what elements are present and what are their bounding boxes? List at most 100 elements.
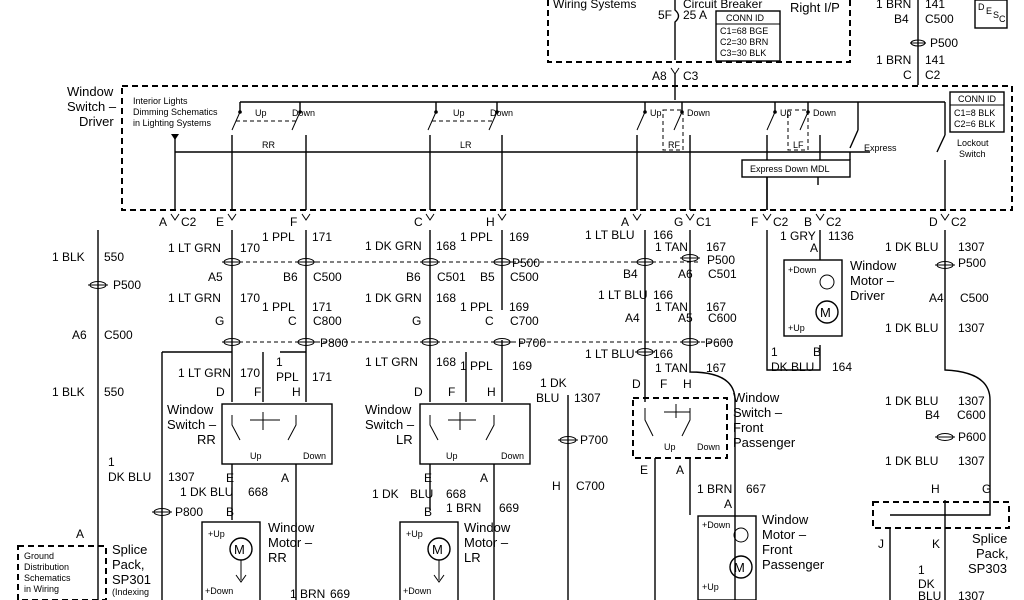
ws-lr-pin-d: D [414, 385, 423, 399]
dkblu1307-circuit: 1307 [958, 240, 985, 254]
driver-lr-switch: Up Down LR [427, 102, 513, 210]
lighting-systems-label: in Lighting Systems [133, 118, 212, 128]
ltblu166-wire-b: 1 LT BLU [598, 288, 648, 302]
driver-conn-id-c2: C2=6 BLK [954, 119, 995, 129]
pin-row-pin: H [486, 215, 495, 229]
ppl171c-ppl: PPL [276, 370, 299, 384]
dimming-label: Dimming Schematics [133, 107, 218, 117]
pin-row-conn: C2 [826, 215, 842, 229]
ws-rr-pin-e: E [226, 471, 234, 485]
p800b-label: P800 [175, 505, 203, 519]
blk550-wire: 1 BLK [52, 250, 85, 264]
ws-fp-title-3: Front [733, 420, 764, 435]
brn667-circuit: 667 [746, 482, 766, 496]
dkblu1307b-1: 1 DK [540, 376, 567, 390]
ws-rr-title-3: RR [197, 432, 216, 447]
ppl171-circuit: 171 [312, 230, 332, 244]
sp301-2: Pack, [112, 557, 145, 572]
wire-labels: 1 BLK 550 P500 A6 C500 1 BLK 550 1 LT GR… [52, 228, 989, 600]
wm-lr-title-2: Motor – [464, 535, 509, 550]
pin-row-pin: F [290, 215, 297, 229]
dkgrn168-circuit-b: 168 [436, 291, 456, 305]
h-label: H [552, 479, 561, 493]
wm-drv-title-1: Window [850, 258, 897, 273]
top-conn-id-title: CONN ID [726, 13, 765, 23]
splice-pack-sp301: Ground Distribution Schematics in Wiring… [17, 527, 151, 600]
ltgrn170-circuit-b: 170 [240, 291, 260, 305]
wm-lr-plus-down: +Down [403, 586, 431, 596]
dkblu1307f-circuit: 1307 [958, 589, 985, 600]
dkgrn168-wire-b: 1 DK GRN [365, 291, 422, 305]
brn669-wire: 1 BRN [290, 587, 325, 600]
driver-switch-title-2: Switch – [67, 99, 117, 114]
lf-up-label: Up [780, 108, 792, 118]
p500-label-d: P500 [958, 256, 986, 270]
ws-lr-up: Up [446, 451, 458, 461]
svg-text:D: D [978, 2, 985, 12]
express-label: Express [864, 143, 897, 153]
c700b-label: C700 [576, 479, 605, 493]
ws-fp-pin-e: E [640, 463, 648, 477]
ws-lr-pin-e: E [424, 471, 432, 485]
gry1136-wire: 1 GRY [780, 229, 816, 243]
ws-fp-pin-f: F [660, 377, 667, 391]
c800-label: C800 [313, 314, 342, 328]
ppl169-circuit: 169 [509, 230, 529, 244]
c500-top-label: C500 [925, 12, 954, 26]
a6-label: A6 [72, 328, 87, 342]
dkblu1307-wire-b: 1 DK BLU [885, 321, 938, 335]
connector-chevron [425, 213, 435, 221]
dkblu1307f-dk: DK [918, 577, 935, 591]
brn669-circuit: 669 [330, 587, 350, 600]
sp303-pin-g: G [982, 482, 991, 496]
ws-lr-title-2: Switch – [365, 417, 415, 432]
pin-row-conn: C2 [181, 215, 197, 229]
sp301-pin-a: A [76, 527, 84, 541]
p800-label: P800 [320, 336, 348, 350]
wm-fp-plus-up: +Up [702, 582, 719, 592]
dkblu1307e-1: 1 [108, 455, 115, 469]
a6-label-b: A6 [678, 267, 693, 281]
ppl169-wire: 1 PPL [460, 230, 493, 244]
ltblu166c-circuit: 166 [653, 347, 673, 361]
top-conn-id-c3: C3=30 BLK [720, 48, 766, 58]
pin-row-conn: C2 [951, 215, 967, 229]
brn669b-circuit: 669 [499, 501, 519, 515]
a8-label: A8 [652, 69, 667, 83]
driver-lf-switch: Up Down LF [766, 102, 836, 210]
lockout-label-2: Switch [959, 149, 986, 159]
cb-pin-label: 5F [658, 8, 672, 22]
connector-chevron [170, 213, 180, 221]
dkblu668b-blu: BLU [410, 487, 433, 501]
tan167-circuit: 167 [706, 240, 726, 254]
svg-text:M: M [820, 305, 831, 320]
p600b-label: P600 [958, 430, 986, 444]
brn-circuit2-label: 141 [925, 53, 945, 67]
a5-label: A5 [208, 270, 223, 284]
a5-label-b: A5 [678, 311, 693, 325]
c501-label: C501 [437, 270, 466, 284]
c3-label: C3 [683, 69, 699, 83]
ppl171-wire-b: 1 PPL [262, 300, 295, 314]
p600-label: P600 [705, 336, 733, 350]
interior-lights-label: Interior Lights [133, 96, 188, 106]
ws-fp-pin-a: A [676, 463, 684, 477]
c500-label-c: C500 [510, 270, 539, 284]
dkblu668-wire: 1 DK BLU [180, 485, 233, 499]
lr-down-label: Down [490, 108, 513, 118]
svg-text:S: S [993, 10, 999, 20]
pin-row-pin: A [621, 215, 629, 229]
c-label: C [288, 314, 297, 328]
dkblu1307c-wire: 1 DK BLU [885, 394, 938, 408]
ws-lr-title-1: Window [365, 402, 412, 417]
splice-pack-sp303: J K H G Splice Pack, SP303 [872, 482, 1010, 600]
sp301-4: (Indexing [112, 587, 149, 597]
top-fuse-block: Wiring Systems Circuit Breaker 5F 25 A C… [547, 0, 851, 100]
c700-label: C700 [510, 314, 539, 328]
dkblu1307b-circuit: 1307 [574, 391, 601, 405]
ltblu166-circuit: 166 [653, 228, 673, 242]
sp303-1: Splice [972, 531, 1007, 546]
b4c-label: B4 [925, 408, 940, 422]
ws-rr-pin-h: H [292, 385, 301, 399]
